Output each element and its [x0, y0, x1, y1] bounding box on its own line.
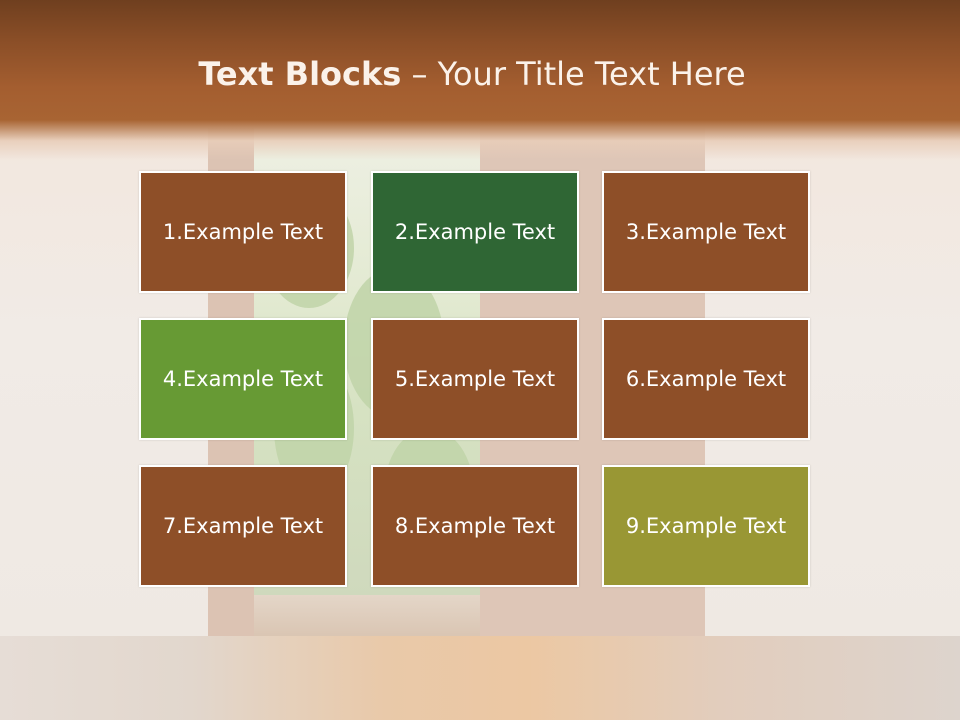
title-banner: [0, 0, 960, 160]
text-block-9[interactable]: 9.Example Text: [602, 465, 810, 587]
title-bold: Text Blocks: [198, 55, 402, 93]
text-block-label: 2.Example Text: [394, 220, 556, 244]
text-block-8[interactable]: 8.Example Text: [371, 465, 579, 587]
wooden-floor: [0, 636, 960, 720]
text-block-label: 1.Example Text: [162, 220, 324, 244]
text-block-label: 5.Example Text: [394, 367, 556, 391]
text-block-5[interactable]: 5.Example Text: [371, 318, 579, 440]
text-block-3[interactable]: 3.Example Text: [602, 171, 810, 293]
text-block-label: 4.Example Text: [162, 367, 324, 391]
slide-title[interactable]: Text Blocks – Your Title Text Here: [0, 55, 944, 93]
title-rest: Your Title Text Here: [437, 55, 746, 93]
text-block-label: 3.Example Text: [625, 220, 787, 244]
text-block-label: 6.Example Text: [625, 367, 787, 391]
text-block-2[interactable]: 2.Example Text: [371, 171, 579, 293]
text-block-label: 8.Example Text: [394, 514, 556, 538]
text-block-label: 9.Example Text: [625, 514, 787, 538]
text-block-7[interactable]: 7.Example Text: [139, 465, 347, 587]
text-block-6[interactable]: 6.Example Text: [602, 318, 810, 440]
text-block-1[interactable]: 1.Example Text: [139, 171, 347, 293]
text-block-label: 7.Example Text: [162, 514, 324, 538]
garden-path: [254, 595, 480, 640]
text-block-4[interactable]: 4.Example Text: [139, 318, 347, 440]
title-dash: –: [401, 55, 438, 93]
